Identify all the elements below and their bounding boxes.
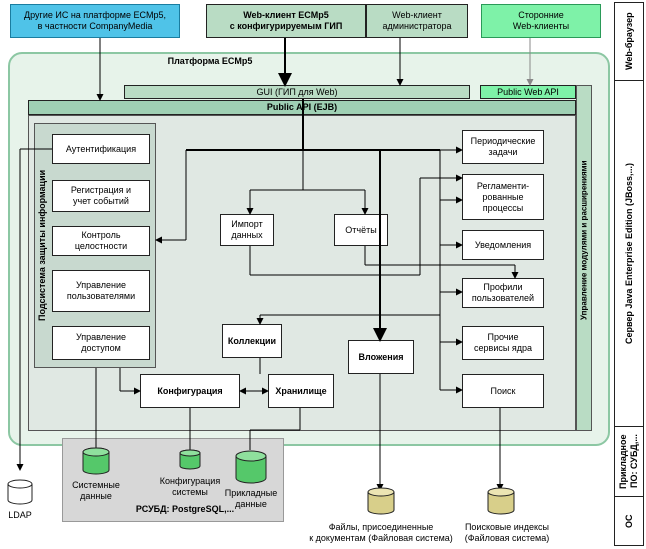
audit-box: Регистрация и учет событий (52, 180, 150, 212)
collections-box: Коллекции (222, 324, 282, 358)
gui-bar: GUI (ГИП для Web) (124, 85, 470, 99)
search-box: Поиск (462, 374, 544, 408)
modules-bar (576, 85, 592, 431)
user-mgmt-box: Управление пользователями (52, 270, 150, 312)
indexes-label: Поисковые индексы (Файловая система) (464, 522, 550, 543)
layer-divider-1 (614, 80, 644, 81)
attachments-box: Вложения (348, 340, 414, 374)
other-is-box: Другие ИС на платформе ECMp5, в частност… (10, 4, 180, 38)
system-data-label: Системные данные (72, 480, 120, 501)
layer-divider-2 (614, 426, 644, 427)
config-systems-label: Конфигурация системы (159, 476, 221, 497)
periodic-tasks-box: Периодические задачи (462, 130, 544, 164)
web-client-box: Web-клиент ECMp5 с конфигурируемым ГИП (206, 4, 366, 38)
layer-column (614, 2, 644, 546)
auth-box: Аутентификация (52, 134, 150, 164)
storage-box: Хранилище (268, 374, 334, 408)
access-mgmt-box: Управление доступом (52, 326, 150, 360)
rdbms-label: РСУБД: PostgreSQL,... (135, 504, 235, 514)
platform-title: Платформа ECMp5 (167, 56, 253, 66)
layer-divider-3 (614, 496, 644, 497)
processes-box: Регламенти- рованные процессы (462, 174, 544, 220)
files-label: Файлы, присоединенные к документам (Файл… (309, 522, 453, 543)
app-data-label: Прикладные данные (224, 488, 278, 509)
import-box: Импорт данных (220, 214, 274, 246)
ldap-label: LDAP (8, 510, 32, 520)
integrity-box: Контроль целостности (52, 226, 150, 256)
admin-client-box: Web-клиент администратора (366, 4, 468, 38)
third-party-box: Сторонние Web-клиенты (481, 4, 601, 38)
profiles-box: Профили пользователей (462, 278, 544, 308)
core-services-box: Прочие сервисы ядра (462, 326, 544, 360)
